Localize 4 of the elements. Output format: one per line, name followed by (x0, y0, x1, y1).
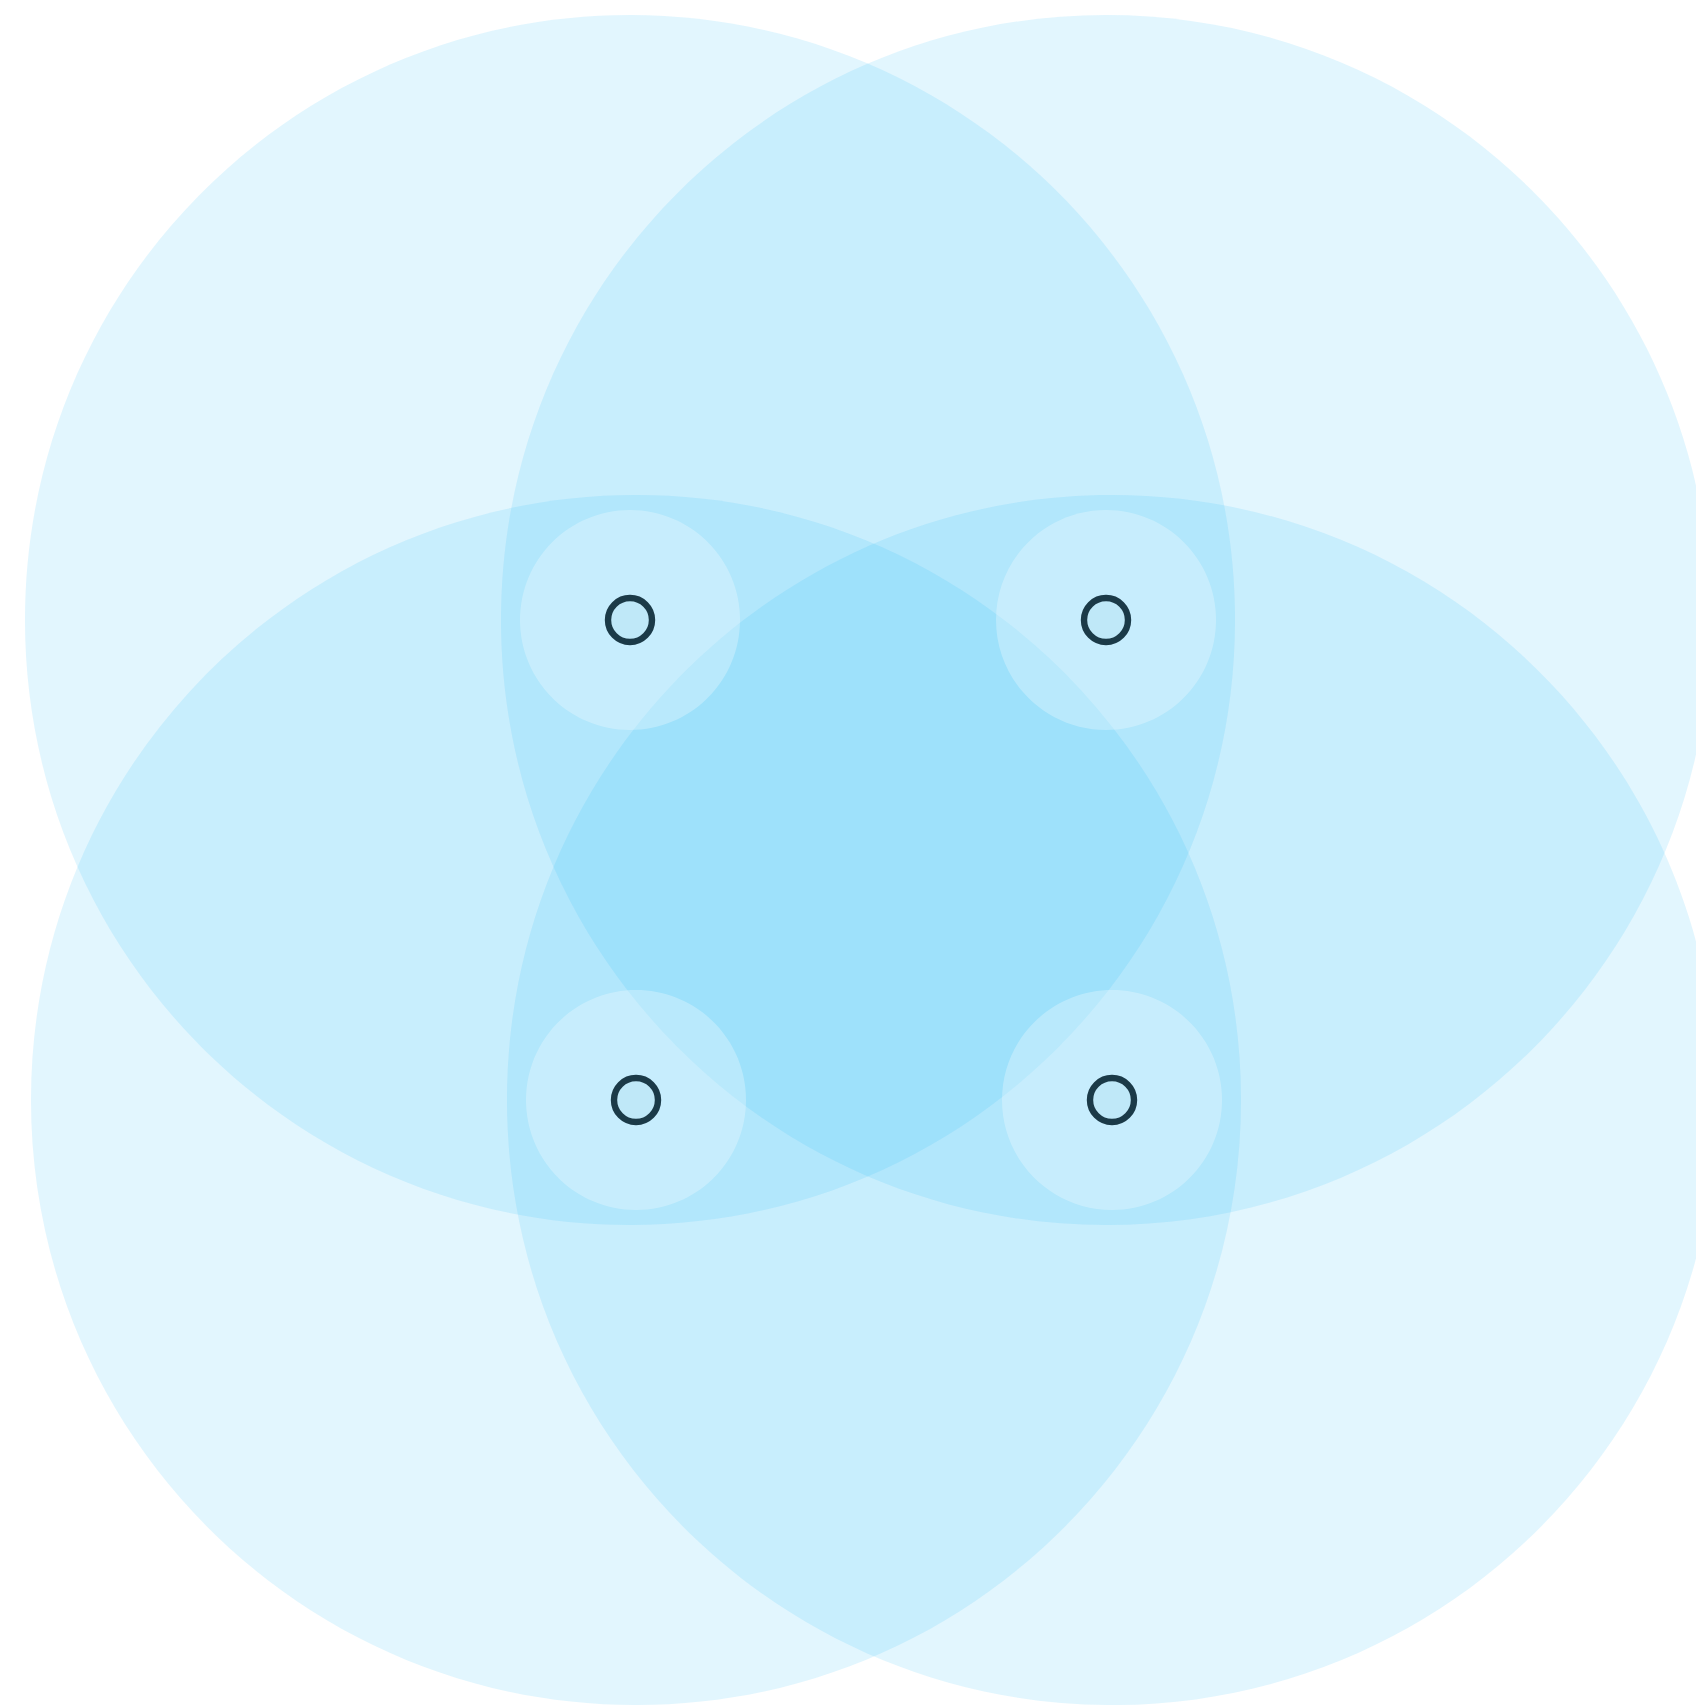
ring-marker (1002, 990, 1222, 1210)
ring-marker (520, 510, 740, 730)
ring-marker (996, 510, 1216, 730)
ring-marker (526, 990, 746, 1210)
